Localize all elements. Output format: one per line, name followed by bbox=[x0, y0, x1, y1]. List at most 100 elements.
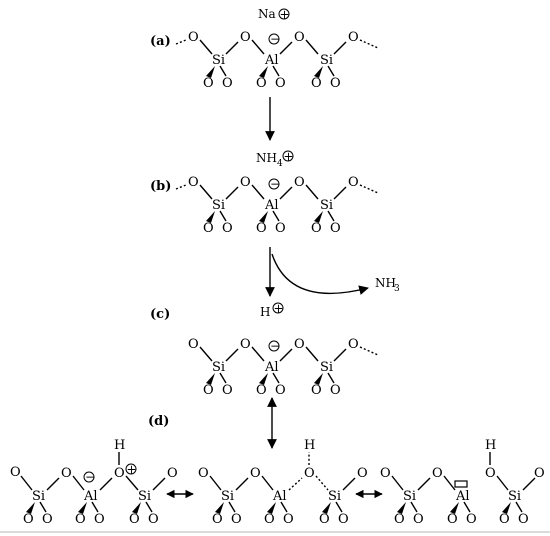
cation-ammonium: NH 4 + bbox=[256, 150, 294, 170]
plus-charge-icon bbox=[125, 463, 137, 475]
vacant-orbital-icon bbox=[454, 480, 468, 488]
oxygen-atom: O bbox=[75, 512, 86, 527]
oxygen-atom: O bbox=[256, 76, 267, 91]
aluminium-atom: Al bbox=[272, 489, 287, 504]
plus-charge-icon bbox=[278, 8, 290, 20]
resonance-structure-1: O Si O Al − O + H Si O O O O O O O bbox=[10, 438, 178, 527]
label-c: (c) bbox=[150, 307, 170, 322]
oxygen-atom: O bbox=[203, 383, 214, 398]
oxygen-atom: O bbox=[380, 466, 391, 481]
oxygen-atom: O bbox=[275, 76, 286, 91]
oxygen-atom: O bbox=[357, 466, 368, 481]
oxygen-atom: O bbox=[203, 76, 214, 91]
hydrogen-atom: H bbox=[485, 438, 496, 453]
oxygen-atom: O bbox=[447, 512, 458, 527]
hydrogen-atom: H bbox=[304, 438, 315, 453]
oxygen-atom: O bbox=[222, 76, 233, 91]
oxygen-atom: O bbox=[319, 512, 330, 527]
cation-proton: H + bbox=[260, 302, 284, 320]
oxygen-atom: O bbox=[394, 512, 405, 527]
step-a: (a) Na + O Si O Al − O Si O O bbox=[150, 7, 379, 91]
oxygen-atom: O bbox=[283, 512, 294, 527]
oxygen-atom: O bbox=[294, 337, 305, 352]
oxygen-atom: O bbox=[188, 337, 199, 352]
silicon-atom: Si bbox=[138, 489, 151, 504]
cation-nh4-label: NH bbox=[256, 151, 277, 165]
minus-charge-icon bbox=[268, 340, 280, 352]
oxygen-atom: O bbox=[466, 512, 477, 527]
oxygen-atom: O bbox=[264, 512, 275, 527]
oxygen-atom: O bbox=[188, 175, 199, 190]
oxygen-atom: O bbox=[534, 466, 545, 481]
silicon-atom: Si bbox=[221, 489, 234, 504]
ammonia-release-arrow bbox=[271, 253, 369, 295]
oxygen-atom: O bbox=[203, 221, 214, 236]
hydrogen-atom: H bbox=[114, 438, 125, 453]
cation-na-label: Na bbox=[258, 7, 276, 21]
minus-charge-sign: − bbox=[270, 177, 280, 191]
framework-c: O Si O Al − O Si O O O O O O bbox=[188, 337, 379, 398]
silicon-atom: Si bbox=[403, 489, 416, 504]
aluminium-atom: Al bbox=[455, 489, 470, 504]
oxygen-atom: O bbox=[240, 337, 251, 352]
silicon-atom: Si bbox=[32, 489, 45, 504]
silicon-atom: Si bbox=[212, 360, 225, 375]
oxygen-atom: O bbox=[256, 383, 267, 398]
oxygen-atom: O bbox=[23, 512, 34, 527]
oxygen-atom: O bbox=[240, 175, 251, 190]
silicon-atom: Si bbox=[212, 53, 225, 68]
aluminium-atom: Al bbox=[264, 198, 279, 213]
oxygen-atom: O bbox=[167, 466, 178, 481]
oxygen-atom: O bbox=[240, 30, 251, 45]
silicon-atom: Si bbox=[212, 198, 225, 213]
released-ammonia: NH 3 bbox=[375, 276, 400, 294]
oxygen-atom: O bbox=[499, 512, 510, 527]
oxygen-atom: O bbox=[330, 76, 341, 91]
oxygen-atom: O bbox=[304, 466, 315, 481]
oxygen-atom: O bbox=[10, 465, 21, 480]
silicon-atom: Si bbox=[328, 489, 341, 504]
minus-charge-icon bbox=[268, 178, 280, 190]
minus-charge-sign: − bbox=[270, 32, 280, 46]
oxygen-atom: O bbox=[114, 466, 125, 481]
resonance-structure-2: O Si O Al O H Si O O O O O O O bbox=[198, 438, 368, 527]
plus-charge-sign: + bbox=[284, 150, 294, 164]
oxygen-atom: O bbox=[275, 221, 286, 236]
minus-charge-icon bbox=[268, 33, 280, 45]
oxygen-atom: O bbox=[413, 512, 424, 527]
plus-charge-icon bbox=[272, 302, 284, 314]
label-d: (d) bbox=[148, 414, 169, 429]
oxygen-atom: O bbox=[212, 512, 223, 527]
oxygen-atom: O bbox=[222, 383, 233, 398]
oxygen-atom: O bbox=[294, 175, 305, 190]
minus-charge-sign: − bbox=[85, 470, 95, 484]
framework-b: O Si O Al − O Si O O O O O O bbox=[175, 175, 379, 236]
oxygen-atom: O bbox=[42, 512, 53, 527]
oxygen-atom: O bbox=[250, 466, 261, 481]
step-c: (c) H + O Si O Al − O Si O O O bbox=[150, 302, 379, 398]
oxygen-atom: O bbox=[330, 383, 341, 398]
oxygen-atom: O bbox=[348, 30, 359, 45]
label-b: (b) bbox=[150, 179, 171, 194]
oxygen-atom: O bbox=[129, 512, 140, 527]
aluminium-atom: Al bbox=[264, 53, 279, 68]
oxygen-atom: O bbox=[275, 383, 286, 398]
cation-na: Na + bbox=[258, 7, 290, 22]
oxygen-atom: O bbox=[311, 76, 322, 91]
aluminium-atom: Al bbox=[83, 489, 98, 504]
framework-a: O Si O Al − O Si O O O O O bbox=[175, 30, 379, 91]
plus-charge-sign: + bbox=[280, 8, 290, 22]
aluminium-atom: Al bbox=[264, 360, 279, 375]
resonance-structure-3: O Si O Al O H Si O O O O O O O bbox=[380, 438, 545, 527]
silicon-atom: Si bbox=[320, 360, 333, 375]
step-b: (b) NH 4 + O Si O Al − O Si O O bbox=[150, 150, 379, 236]
oxygen-atom: O bbox=[222, 221, 233, 236]
oxygen-atom: O bbox=[198, 466, 209, 481]
oxygen-atom: O bbox=[518, 512, 529, 527]
oxygen-atom: O bbox=[311, 383, 322, 398]
plus-charge-sign: + bbox=[127, 463, 137, 477]
oxygen-atom: O bbox=[348, 337, 359, 352]
oxygen-atom: O bbox=[148, 512, 159, 527]
minus-charge-icon bbox=[83, 471, 95, 483]
